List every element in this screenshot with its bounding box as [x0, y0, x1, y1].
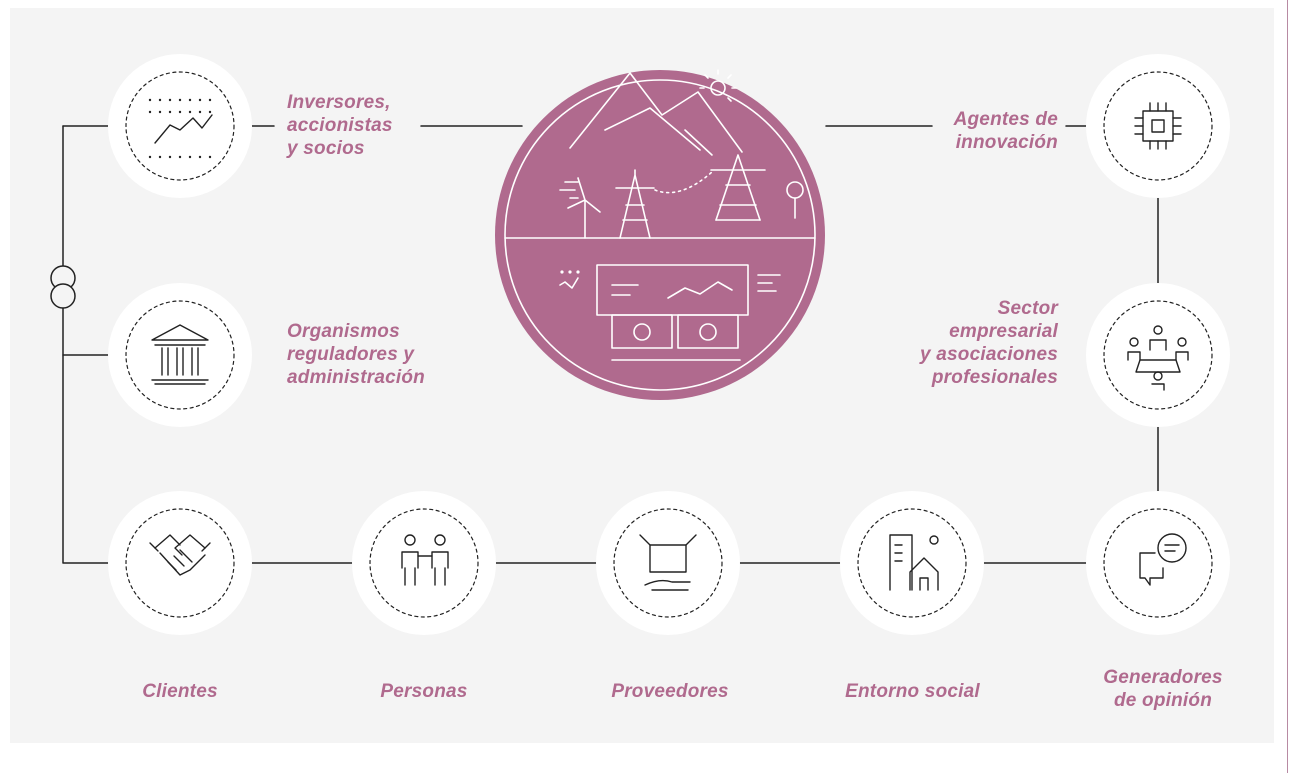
node-sector: [1086, 283, 1230, 427]
label-clientes: Clientes: [142, 681, 218, 702]
label-organismos: Organismos reguladores y administración: [287, 321, 425, 388]
node-agentes: [1086, 54, 1230, 198]
label-agentes: Agentes de innovación: [953, 109, 1058, 153]
node-proveedores: [596, 491, 740, 635]
label-inversores: Inversores, accionistas y socios: [287, 92, 393, 159]
microchip-icon: [1134, 102, 1182, 150]
label-proveedores: Proveedores: [611, 681, 729, 702]
meeting-group-icon: [1127, 325, 1189, 391]
node-clientes: [108, 491, 252, 635]
box-in-hand-icon: [639, 534, 697, 591]
label-generadores: Generadores de opinión: [1103, 667, 1223, 711]
hub-circle: [495, 69, 825, 400]
handshake-icon: [149, 534, 211, 576]
node-entorno: [840, 491, 984, 635]
page-edge-rule: [1287, 0, 1288, 773]
label-sector: Sector empresarial y asociaciones profes…: [920, 298, 1058, 388]
city-buildings-icon: [889, 534, 939, 591]
node-personas: [352, 491, 496, 635]
label-entorno: Entorno social: [845, 681, 980, 702]
people-icon: [401, 534, 449, 586]
connector-lines: [50, 125, 1159, 564]
government-building-icon: [151, 324, 209, 385]
energy-landscape-illustration: [504, 69, 816, 361]
transformer-symbol-icon: [50, 265, 76, 309]
node-inversores: [108, 54, 252, 198]
node-organismos: [108, 283, 252, 427]
label-personas: Personas: [380, 681, 468, 702]
line-chart-dots-icon: [148, 98, 213, 159]
node-generadores: [1086, 491, 1230, 635]
speech-bubbles-icon: [1139, 533, 1187, 586]
